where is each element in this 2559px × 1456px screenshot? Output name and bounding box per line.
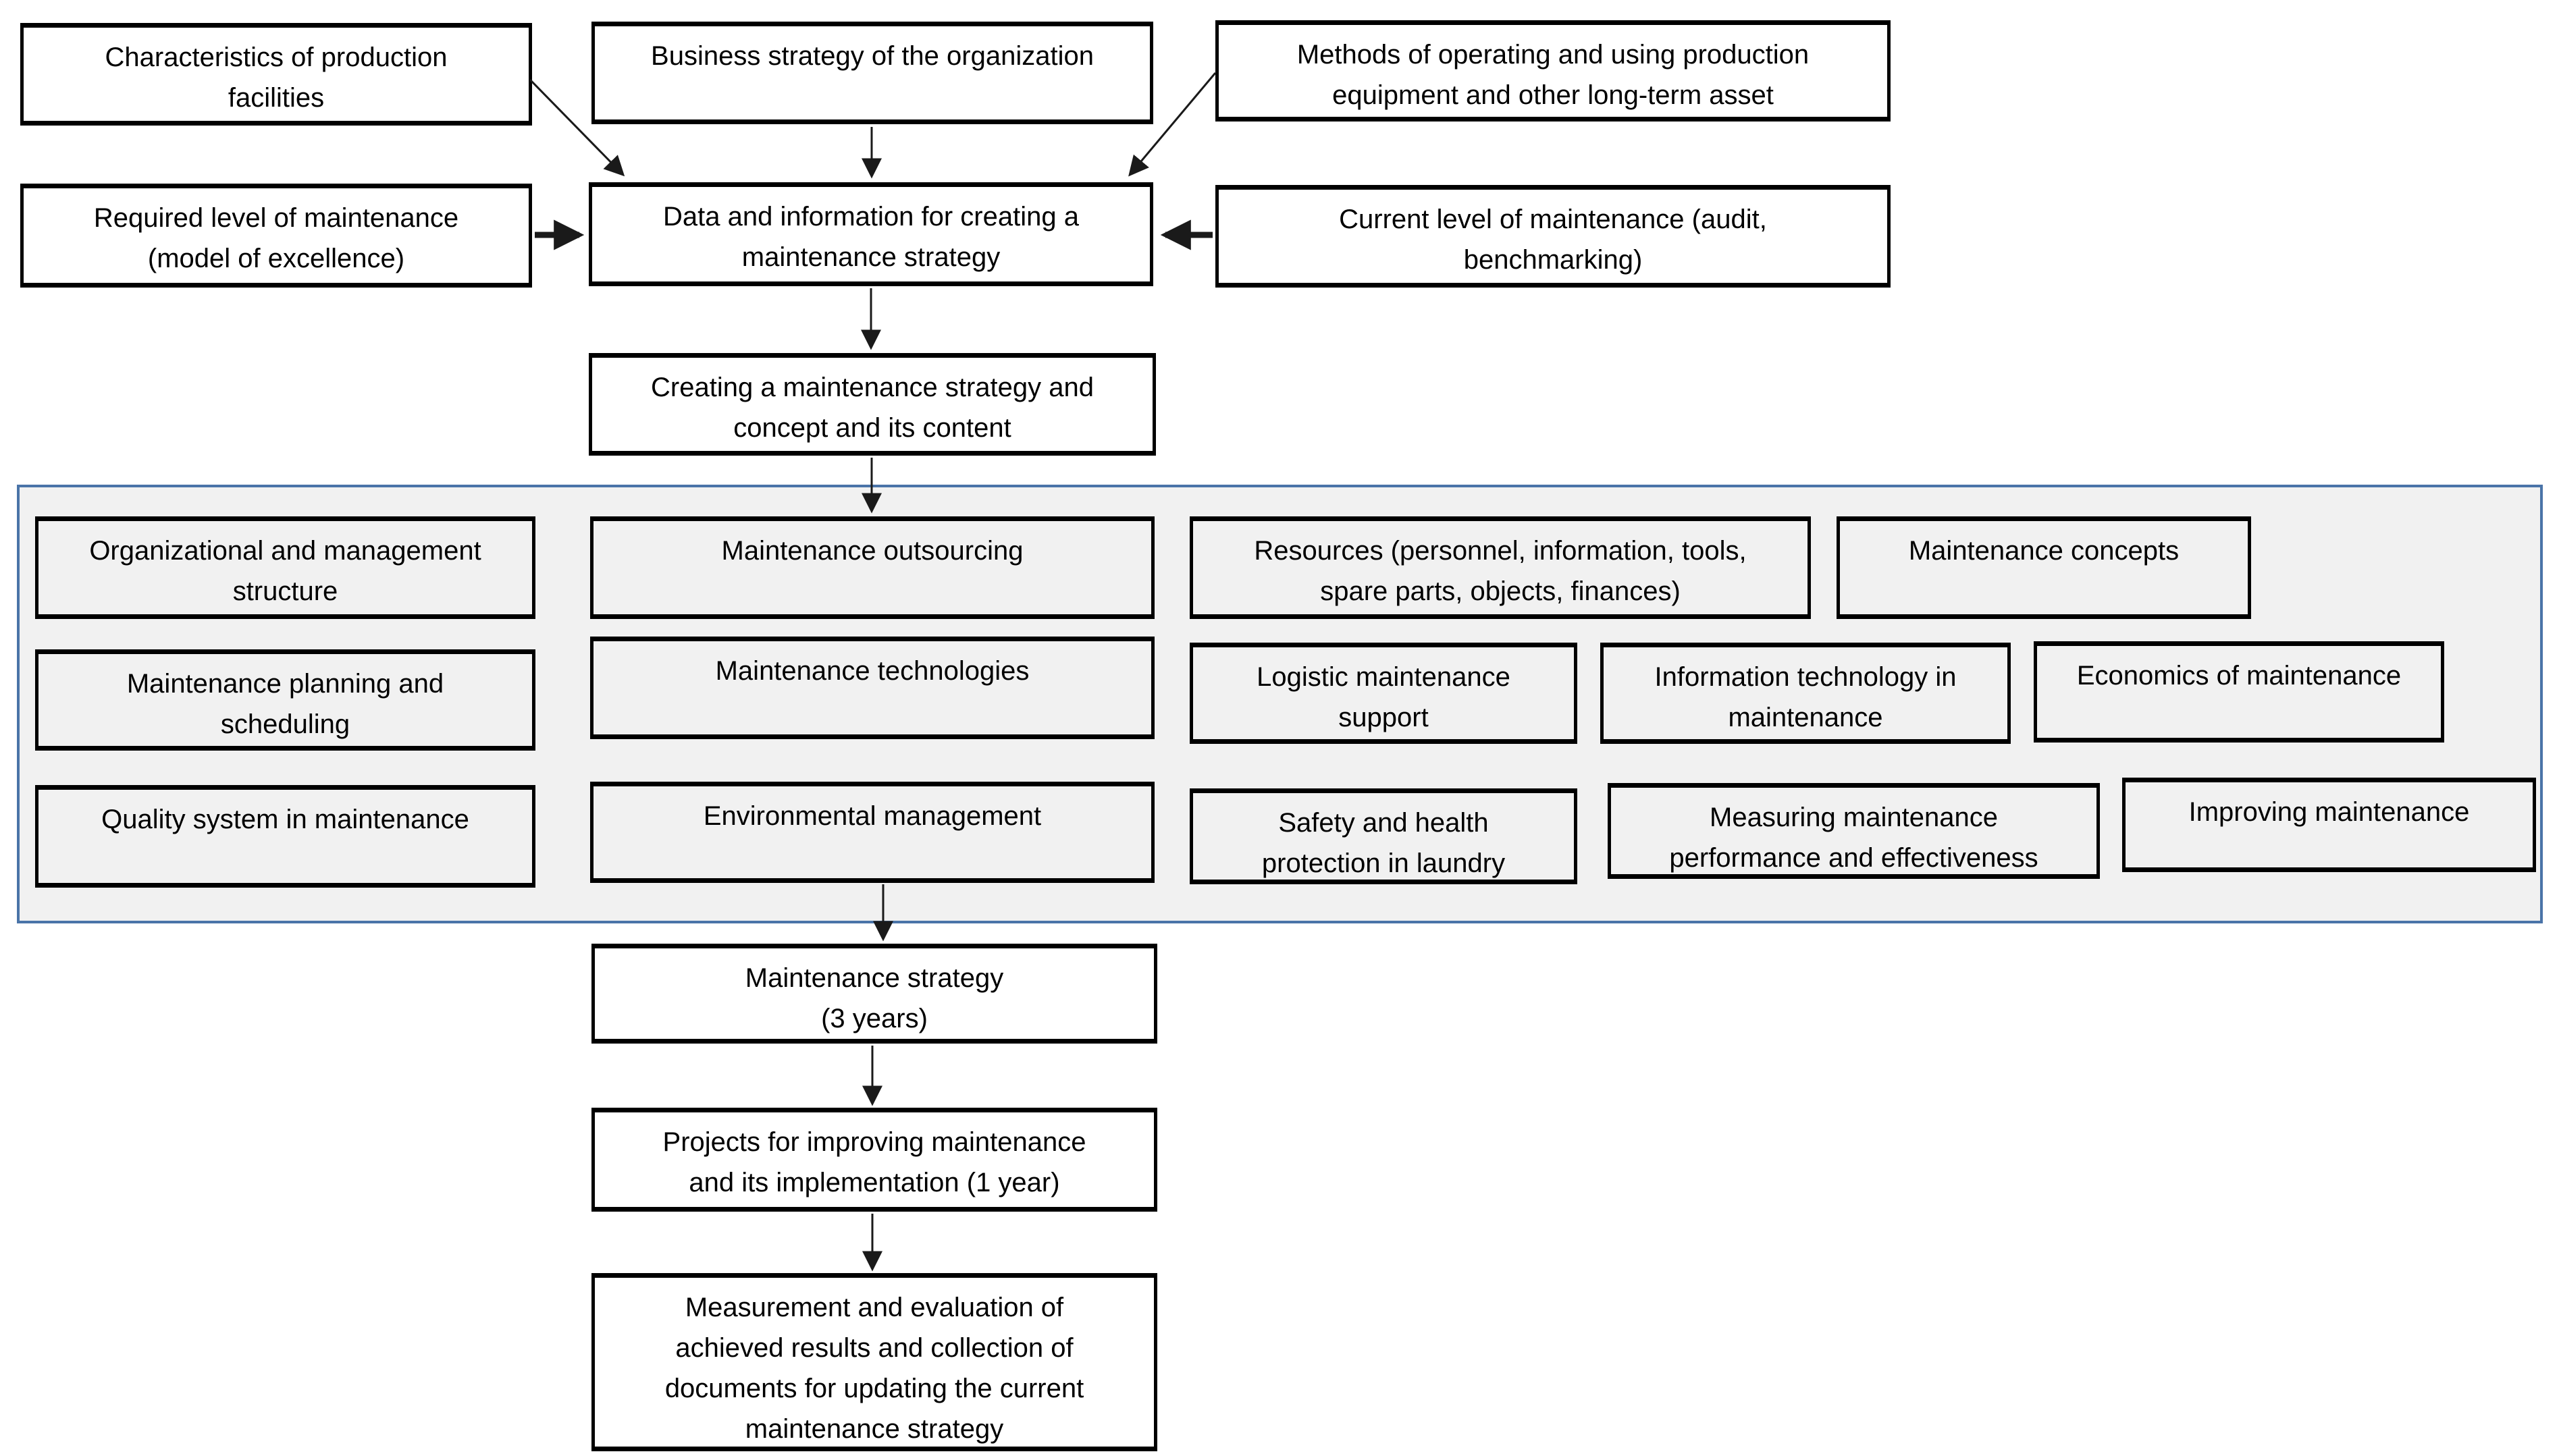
node-business-strategy: Business strategy of the organization (591, 22, 1153, 124)
node-operating-methods-label: Methods of operating and using productio… (1296, 40, 1810, 110)
node-environmental: Environmental management (590, 782, 1155, 883)
node-org-structure-label: Organizational and management structure (89, 536, 481, 606)
node-resources-label: Resources (personnel, information, tools… (1254, 536, 1747, 606)
node-improving: Improving maintenance (2122, 778, 2536, 872)
node-improving-label: Improving maintenance (2188, 797, 2470, 827)
node-outsourcing-label: Maintenance outsourcing (721, 536, 1024, 566)
node-operating-methods: Methods of operating and using productio… (1215, 20, 1891, 122)
node-economics-label: Economics of maintenance (2076, 661, 2402, 691)
node-information-technology: Information technology in maintenance (1600, 643, 2011, 744)
node-strategy-3-years-label: Maintenance strategy (3 years) (745, 963, 1004, 1033)
node-quality-system-label: Quality system in maintenance (101, 805, 469, 834)
node-current-level: Current level of maintenance (audit, ben… (1215, 185, 1891, 288)
node-projects-1-year: Projects for improving maintenance and i… (591, 1108, 1157, 1212)
node-strategy-3-years: Maintenance strategy (3 years) (591, 944, 1157, 1044)
node-economics: Economics of maintenance (2034, 641, 2444, 743)
node-org-structure: Organizational and management structure (35, 516, 535, 619)
node-data-information-label: Data and information for creating a main… (663, 202, 1079, 272)
node-projects-1-year-label: Projects for improving maintenance and i… (662, 1127, 1086, 1197)
node-logistic-support: Logistic maintenance support (1190, 643, 1577, 744)
node-information-technology-label: Information technology in maintenance (1654, 662, 1957, 732)
node-measurement-evaluation: Measurement and evaluation of achieved r… (591, 1273, 1157, 1451)
node-measuring-performance-label: Measuring maintenance performance and ef… (1669, 803, 2038, 873)
node-technologies-label: Maintenance technologies (715, 656, 1030, 686)
node-characteristics-label: Characteristics of production facilities (105, 43, 448, 113)
node-safety-health: Safety and health protection in laundry (1190, 788, 1577, 884)
node-measuring-performance: Measuring maintenance performance and ef… (1608, 783, 2100, 879)
node-current-level-label: Current level of maintenance (audit, ben… (1339, 205, 1767, 275)
node-creating-strategy-label: Creating a maintenance strategy and conc… (651, 373, 1094, 443)
node-business-strategy-label: Business strategy of the organization (651, 41, 1094, 71)
node-measurement-evaluation-label: Measurement and evaluation of achieved r… (664, 1293, 1084, 1444)
node-resources: Resources (personnel, information, tools… (1190, 516, 1811, 619)
node-planning-scheduling: Maintenance planning and scheduling (35, 649, 535, 751)
node-characteristics: Characteristics of production facilities (20, 23, 532, 126)
node-environmental-label: Environmental management (703, 801, 1042, 831)
node-safety-health-label: Safety and health protection in laundry (1261, 808, 1506, 878)
node-quality-system: Quality system in maintenance (35, 785, 535, 888)
node-required-level: Required level of maintenance (model of … (20, 184, 532, 288)
node-data-information: Data and information for creating a main… (589, 182, 1153, 286)
node-outsourcing: Maintenance outsourcing (590, 516, 1155, 619)
node-concepts: Maintenance concepts (1837, 516, 2251, 619)
node-technologies: Maintenance technologies (590, 637, 1155, 739)
node-creating-strategy: Creating a maintenance strategy and conc… (589, 353, 1156, 456)
node-required-level-label: Required level of maintenance (model of … (93, 203, 459, 273)
node-planning-scheduling-label: Maintenance planning and scheduling (126, 669, 444, 739)
node-logistic-support-label: Logistic maintenance support (1257, 662, 1510, 732)
node-concepts-label: Maintenance concepts (1908, 536, 2180, 566)
